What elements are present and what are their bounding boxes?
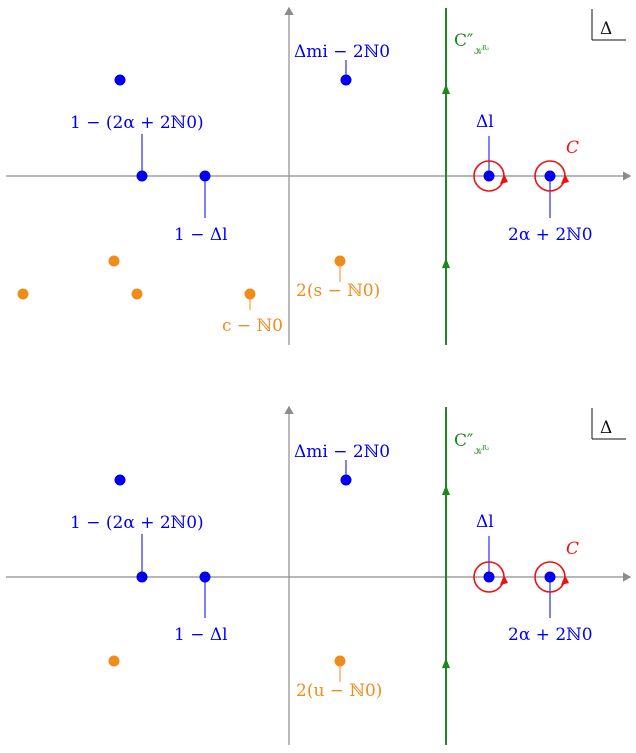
residue-arrow <box>500 575 508 585</box>
label-delta-mi: Δmi − 2ℕ0 <box>294 442 390 462</box>
contour-label: C″ <box>454 431 473 451</box>
pole-orange <box>108 255 120 267</box>
pole-blue <box>340 74 352 86</box>
pole-blue <box>544 571 556 583</box>
pole-blue <box>136 170 148 182</box>
contour-arrow-lower <box>442 258 450 268</box>
pole-orange <box>108 655 120 667</box>
contour-arrow-lower <box>442 658 450 668</box>
panel-bottom: C″ 𝒦R₂ Δ Δmi − 2ℕ0 1 − (2α + 2ℕ0) 1 − Δl… <box>6 405 632 745</box>
pole-blue <box>483 170 495 182</box>
contour-arrow-upper <box>442 84 450 94</box>
label-one-minus-delta-l: 1 − Δl <box>174 225 228 245</box>
label-two-alpha: 2α + 2ℕ0 <box>508 225 593 245</box>
pole-orange <box>244 288 256 300</box>
label-orange-lower: c − ℕ0 <box>222 316 283 336</box>
label-delta-l: Δl <box>476 112 494 132</box>
label-c: C <box>566 138 579 158</box>
label-one-minus-delta-l: 1 − Δl <box>174 625 228 645</box>
label-delta-mi: Δmi − 2ℕ0 <box>294 42 390 62</box>
pole-orange <box>334 655 346 667</box>
pole-orange <box>17 288 29 300</box>
pole-blue <box>483 571 495 583</box>
pole-blue <box>114 474 126 486</box>
pole-orange <box>334 255 346 267</box>
corner-symbol: Δ <box>600 418 612 438</box>
label-c: C <box>566 539 579 559</box>
label-two-alpha: 2α + 2ℕ0 <box>508 625 593 645</box>
pole-blue <box>114 74 126 86</box>
label-one-minus-two-alpha: 1 − (2α + 2ℕ0) <box>70 113 204 133</box>
label-orange-upper: 2(s − ℕ0) <box>296 281 380 301</box>
corner-symbol: Δ <box>600 19 612 39</box>
pole-blue <box>199 170 211 182</box>
label-delta-l: Δl <box>476 512 494 532</box>
residue-arrow <box>561 174 569 184</box>
contour-label: C″ <box>454 31 473 51</box>
label-one-minus-two-alpha: 1 − (2α + 2ℕ0) <box>70 513 204 533</box>
pole-orange <box>131 288 143 300</box>
panel-top: C″ 𝒦R₁ Δ Δmi − 2ℕ0 1 − (2α + 2ℕ0) 1 − Δl… <box>6 6 632 345</box>
pole-blue <box>544 170 556 182</box>
pole-blue <box>340 474 352 486</box>
residue-arrow <box>561 575 569 585</box>
pole-blue <box>136 571 148 583</box>
contour-subscript: 𝒦R₂ <box>474 445 490 457</box>
pole-blue <box>199 571 211 583</box>
residue-arrow <box>500 174 508 184</box>
contour-arrow-upper <box>442 485 450 495</box>
label-orange-upper: 2(u − ℕ0) <box>296 681 382 701</box>
contour-subscript: 𝒦R₁ <box>474 45 489 57</box>
